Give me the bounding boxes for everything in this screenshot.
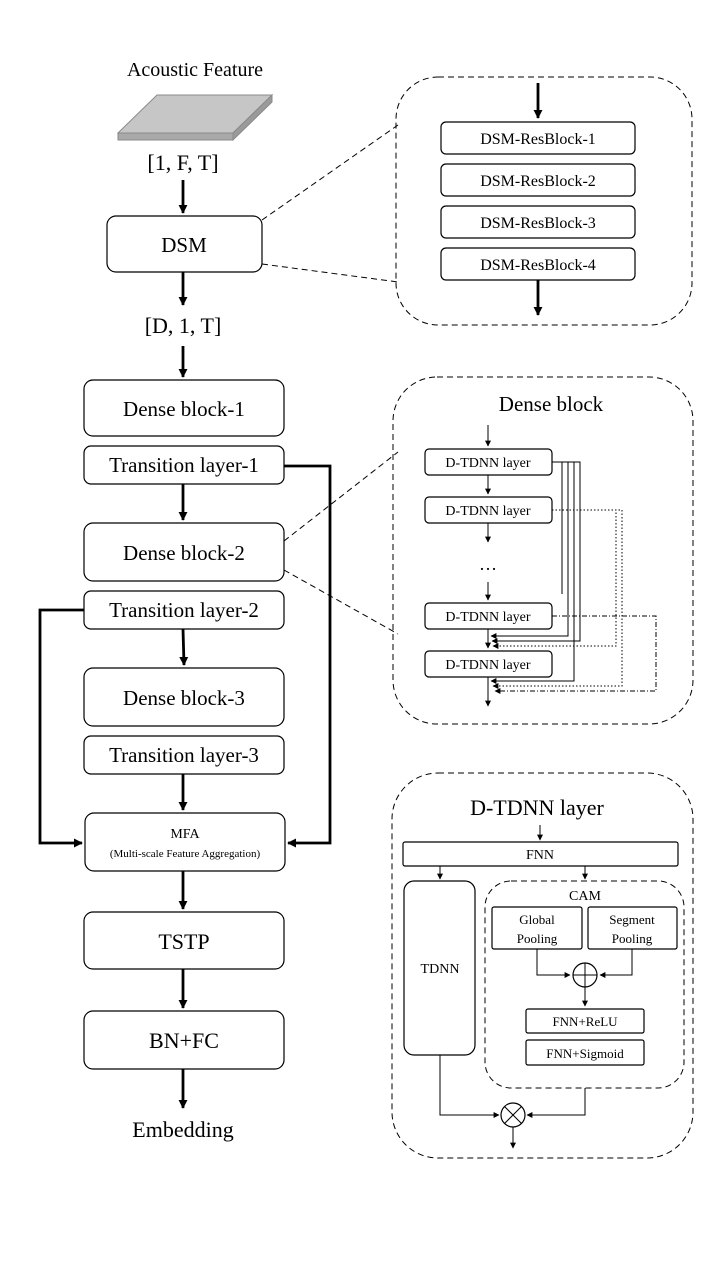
transition-layer-3-label: Transition layer-3 [109,743,259,767]
mfa-block [84,812,286,872]
transition-layer-1-label: Transition layer-1 [109,453,259,477]
dsm-label: DSM [161,233,207,257]
arrow [536,949,571,978]
dsm-resblock-3 [440,205,636,239]
dsm-callout-line [261,124,399,221]
fnn-sigmoid-block [525,1039,645,1066]
cam-label: CAM [569,889,601,904]
segment-pooling-label-1: Segment [609,912,655,927]
ellipsis: … [479,554,497,574]
dsm-resblock-1 [440,121,636,155]
fnn-relu-label: FNN+ReLU [552,1014,618,1029]
dsm-resblock-1-label: DSM-ResBlock-1 [480,131,596,148]
input-label: Acoustic Feature [127,59,263,81]
dense-block-2 [83,522,285,582]
dense-connections [490,461,657,694]
bnfc-label: BN+FC [149,1028,219,1053]
dense-block-1-label: Dense block-1 [123,397,245,421]
dense-block-2-label: Dense block-2 [123,541,245,565]
mfa-title: MFA [170,827,200,842]
dsm-detail-panel [395,76,693,326]
fnn-relu-block [525,1008,645,1034]
dsm-shape-label: [D, 1, T] [145,313,222,338]
dsm-callout-line [261,263,399,283]
fnn-sigmoid-label: FNN+Sigmoid [546,1046,624,1061]
dsm-resblock-2 [440,163,636,197]
dsm-block [106,215,263,273]
transition-1-skip-arrow [284,464,332,848]
feature-slab-icon [116,93,274,142]
global-pooling-label-2: Pooling [517,931,558,946]
input-shape-label: [1, F, T] [147,150,218,175]
segment-pooling-label-2: Pooling [612,931,653,946]
arrow [439,1055,500,1118]
transition-2-skip-arrow [38,608,84,848]
tdnn-label: TDNN [421,962,460,977]
fnn-label: FNN [526,848,554,863]
cam-panel [484,880,685,1089]
output-label: Embedding [132,1117,233,1142]
multiply-icon [500,1102,526,1128]
arrow [526,1088,586,1118]
dense-block-3 [83,667,285,727]
dense-callout-line [283,451,399,542]
global-pooling-label-1: Global [519,912,555,927]
dense-detail-panel [392,376,694,725]
fnn-block [402,841,679,867]
d-tdnn-layer-label: D-TDNN layer [445,456,530,471]
arrow [599,949,633,978]
tdnn-detail-panel [391,772,694,1159]
d-tdnn-layer-label: D-TDNN layer [445,658,530,673]
d-tdnn-layer-label: D-TDNN layer [445,504,530,519]
arrow [179,628,189,666]
dsm-resblock-3-label: DSM-ResBlock-3 [480,215,596,232]
d-tdnn-layer-label: D-TDNN layer [445,610,530,625]
dense-detail-title: Dense block [499,392,604,416]
dsm-resblock-2-label: DSM-ResBlock-2 [480,173,596,190]
tdnn-detail-title: D-TDNN layer [470,795,604,820]
dense-block-3-label: Dense block-3 [123,686,245,710]
transition-layer-2-label: Transition layer-2 [109,598,259,622]
add-icon [572,962,598,988]
dsm-resblock-4-label: DSM-ResBlock-4 [480,257,596,274]
tstp-label: TSTP [158,929,209,954]
dense-callout-line [283,569,399,635]
dense-block-1 [83,379,285,437]
mfa-subtitle: (Multi-scale Feature Aggregation) [110,848,261,860]
